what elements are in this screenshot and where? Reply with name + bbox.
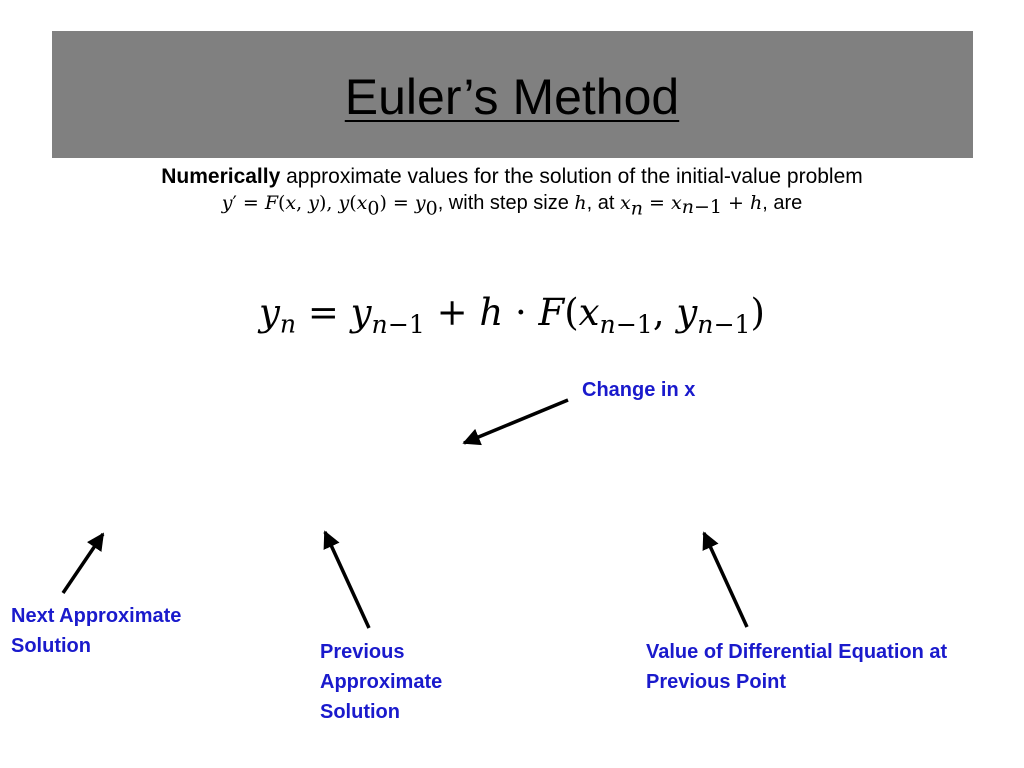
step-equation: xn = xn−1 + h	[620, 192, 763, 220]
step-size-symbol: h	[574, 192, 587, 214]
intro-line-2-text-3: , are	[762, 192, 803, 214]
arrow-value-de	[702, 531, 749, 628]
label-previous-solution: Previous Approximate Solution	[320, 641, 443, 723]
intro-line-2-text-2: , at	[586, 192, 621, 214]
title-bar	[52, 31, 973, 158]
intro-line-1: Numerically approximate values for the s…	[0, 163, 1024, 191]
intro-bold-word: Numerically	[161, 165, 281, 188]
ode-equation: y′ = F(x, y), y(x0) = y0	[221, 192, 438, 220]
intro-line-2: y′ = F(x, y), y(x0) = y0, with step size…	[0, 189, 1024, 220]
label-value-de: Value of Differential Equation at Previo…	[646, 641, 948, 693]
intro-line-2-text-1: , with step size	[437, 192, 575, 214]
slide-title: Euler’s Method	[344, 69, 680, 125]
label-change-in-x: Change in x	[582, 379, 696, 401]
arrow-next-solution	[61, 532, 105, 594]
label-next-solution: Next Approximate Solution	[11, 605, 182, 657]
arrow-previous-solution	[323, 530, 371, 629]
arrow-change-in-x	[462, 398, 569, 446]
euler-formula: yn = yn−1 + h · F(xn−1, yn−1)	[259, 291, 765, 339]
intro-line-1-text: approximate values for the solution of t…	[280, 165, 863, 188]
